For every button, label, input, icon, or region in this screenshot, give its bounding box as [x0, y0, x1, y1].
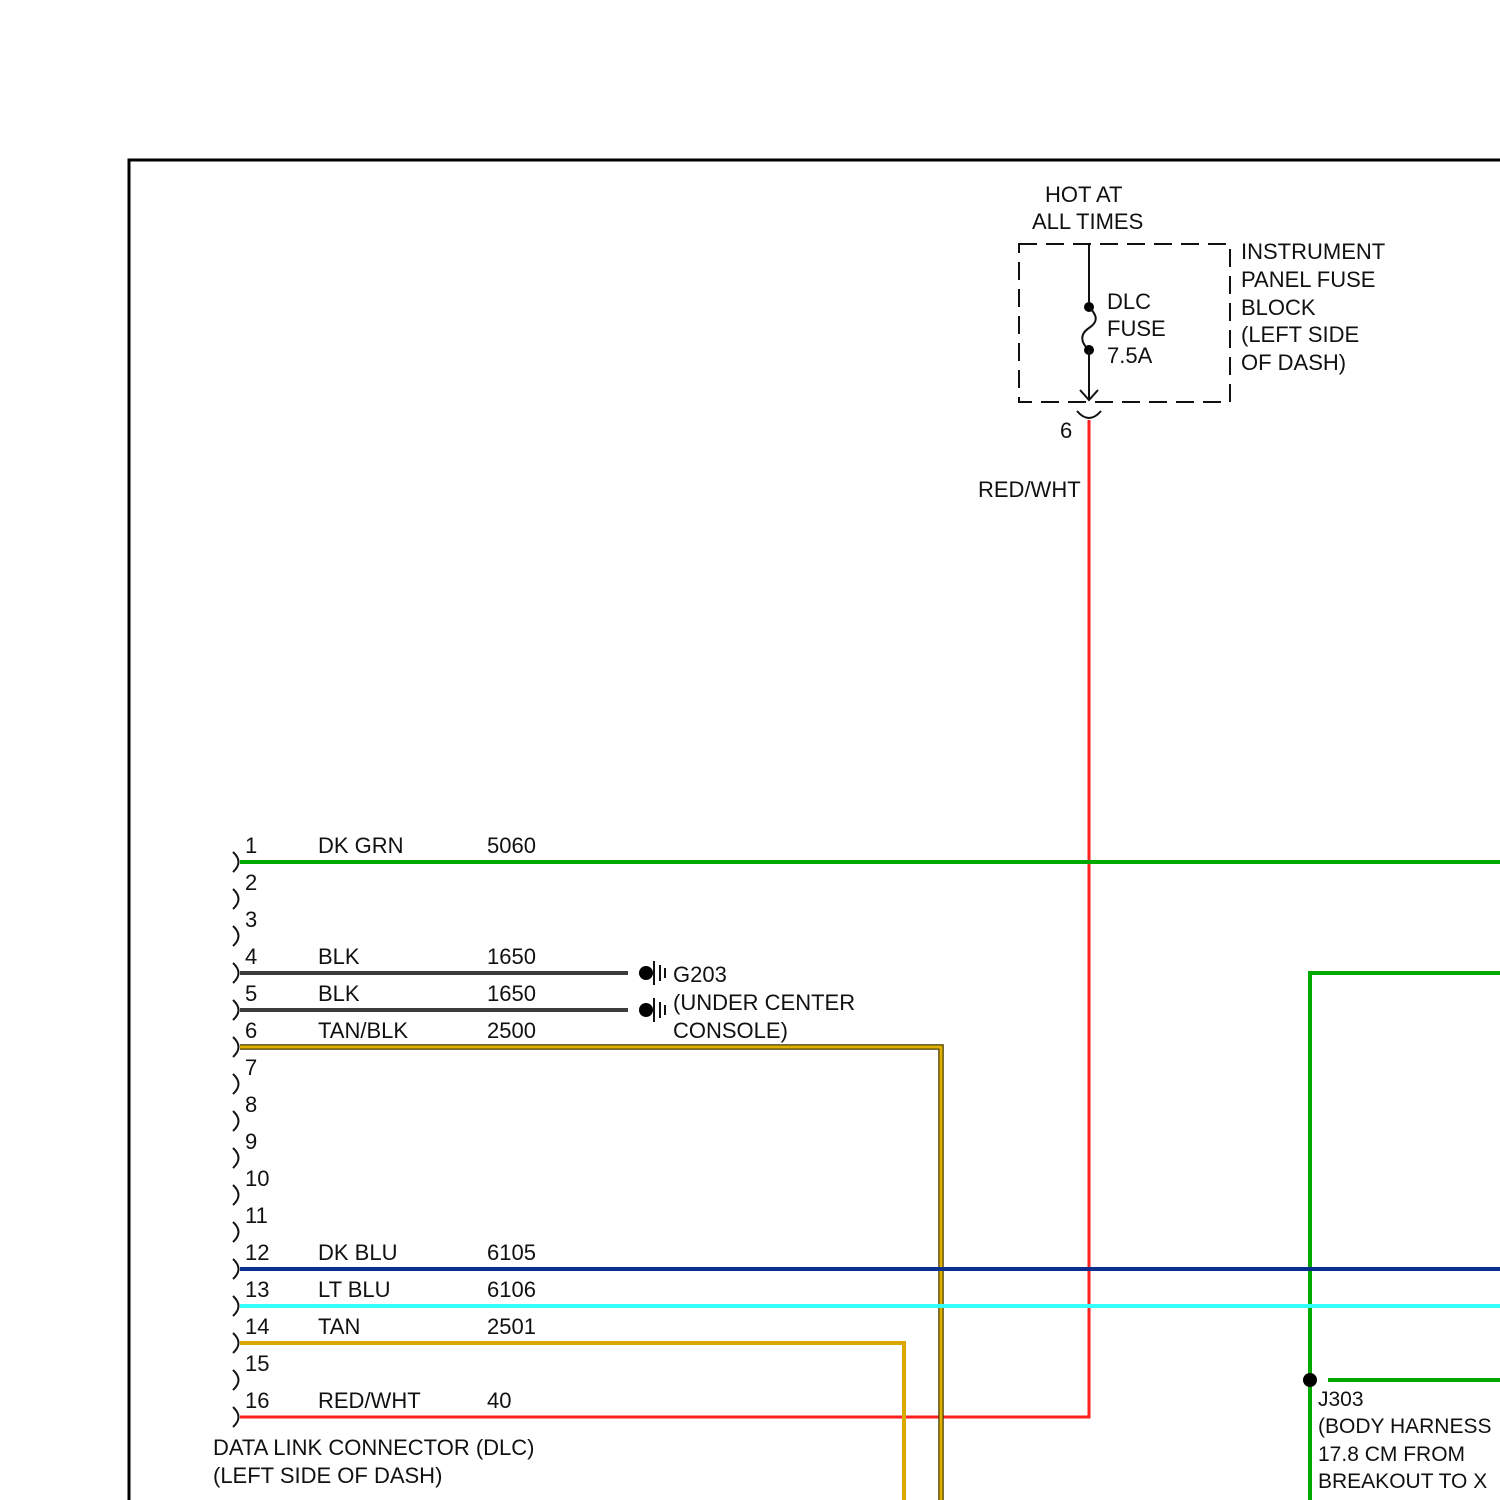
- dlc-pin-13: 13 LT BLU 6106: [233, 1277, 536, 1316]
- ground-icon: [639, 961, 665, 985]
- instrument-panel-fuse-block: HOT AT ALL TIMES DLC FUSE 7.5A INSTRUMEN…: [978, 182, 1385, 502]
- circuit-number: 5060: [487, 833, 536, 858]
- circuit-number: 1650: [487, 944, 536, 969]
- ground-g203: G203 (UNDER CENTER CONSOLE): [639, 961, 855, 1043]
- pin-terminal-icon: [233, 926, 239, 946]
- pin-terminal-icon: [233, 1111, 239, 1131]
- connector-terminal-icon: [1077, 411, 1101, 418]
- dlc-pin-16: 16 RED/WHT 40: [233, 1388, 511, 1427]
- fuse-label-line-2: FUSE: [1107, 316, 1166, 341]
- pin-terminal-icon: [233, 1222, 239, 1242]
- pin-number: 7: [245, 1055, 257, 1080]
- ground-label-line-3: CONSOLE): [673, 1018, 788, 1043]
- circuit-number: 2500: [487, 1018, 536, 1043]
- pin-number: 3: [245, 907, 257, 932]
- pin-terminal-icon: [233, 1370, 239, 1390]
- pin-number: 8: [245, 1092, 257, 1117]
- pin-number: 6: [245, 1018, 257, 1043]
- pin-number: 15: [245, 1351, 269, 1376]
- pin-number: 11: [245, 1203, 268, 1228]
- fuse-label-line-1: DLC: [1107, 289, 1151, 314]
- wire-color-label: TAN/BLK: [318, 1018, 408, 1043]
- dlc-pin-8: 8: [233, 1092, 257, 1131]
- pin-number: 16: [245, 1388, 269, 1413]
- dlc-pin-9: 9: [233, 1129, 257, 1168]
- dlc-pin-3: 3: [233, 907, 257, 946]
- pin-terminal-icon: [233, 1296, 239, 1316]
- wire-color-label: LT BLU: [318, 1277, 391, 1302]
- dlc-pin-6: 6 TAN/BLK 2500: [233, 1018, 536, 1057]
- pin-terminal-icon: [233, 963, 239, 983]
- dlc-pin-1: 1 DK GRN 5060: [233, 833, 536, 872]
- splice-label-line-4: BREAKOUT TO X: [1318, 1470, 1487, 1493]
- dlc-pin-4: 4 BLK 1650: [233, 944, 536, 983]
- circuit-number: 2501: [487, 1314, 536, 1339]
- dlc-pin-2: 2: [233, 870, 257, 909]
- pin-terminal-icon: [233, 1074, 239, 1094]
- wire-color-label: DK BLU: [318, 1240, 397, 1265]
- pin-number: 5: [245, 981, 257, 1006]
- block-label-line-1: INSTRUMENT: [1241, 239, 1385, 264]
- pin-number: 13: [245, 1277, 269, 1302]
- dlc-pin-14: 14 TAN 2501: [233, 1314, 536, 1353]
- splice-j303: J303 (BODY HARNESS 17.8 CM FROM BREAKOUT…: [1303, 1373, 1492, 1493]
- circuit-number: 6105: [487, 1240, 536, 1265]
- splice-label-line-2: (BODY HARNESS: [1318, 1415, 1492, 1438]
- pin-number: 10: [245, 1166, 269, 1191]
- wire-color-label: BLK: [318, 981, 360, 1006]
- pin-terminal-icon: [233, 1185, 239, 1205]
- wire-color-label: DK GRN: [318, 833, 404, 858]
- pin-number: 12: [245, 1240, 269, 1265]
- pin-terminal-icon: [233, 1000, 239, 1020]
- pin-terminal-icon: [233, 889, 239, 909]
- splice-label-line-1: J303: [1318, 1388, 1364, 1411]
- pin-terminal-icon: [233, 1407, 239, 1427]
- wire-color-label: BLK: [318, 944, 360, 969]
- pin-number: 1: [245, 833, 257, 858]
- dlc-caption-line-1: DATA LINK CONNECTOR (DLC): [213, 1435, 534, 1460]
- block-label-line-3: BLOCK: [1241, 295, 1316, 320]
- pin-terminal-icon: [233, 1259, 239, 1279]
- ground-label-line-1: G203: [673, 962, 727, 987]
- power-label-line-2: ALL TIMES: [1032, 209, 1143, 234]
- dlc-pin-15: 15: [233, 1351, 269, 1390]
- ground-label-line-2: (UNDER CENTER: [673, 990, 855, 1015]
- pin-number: 4: [245, 944, 257, 969]
- dlc-pin-12: 12 DK BLU 6105: [233, 1240, 536, 1279]
- dlc-pin-7: 7: [233, 1055, 257, 1094]
- block-label-line-2: PANEL FUSE: [1241, 267, 1375, 292]
- block-label-line-5: OF DASH): [1241, 350, 1346, 375]
- splice-dot: [1303, 1373, 1317, 1387]
- dlc-pin-5: 5 BLK 1650: [233, 981, 536, 1020]
- wire-color-label: TAN: [318, 1314, 360, 1339]
- dlc-caption-line-2: (LEFT SIDE OF DASH): [213, 1463, 442, 1488]
- circuit-number: 6106: [487, 1277, 536, 1302]
- wire-pin6-tan-blk: [240, 1047, 941, 1500]
- pin-number: 2: [245, 870, 257, 895]
- splice-label-line-3: 17.8 CM FROM: [1318, 1443, 1465, 1466]
- pin-terminal-icon: [233, 852, 239, 872]
- wire-color-label-red-wht: RED/WHT: [978, 477, 1081, 502]
- terminal-number: 6: [1060, 418, 1072, 443]
- power-label-line-1: HOT AT: [1045, 182, 1122, 207]
- pin-number: 14: [245, 1314, 269, 1339]
- dlc-pin-10: 10: [233, 1166, 269, 1205]
- wires: [240, 420, 1500, 1500]
- ground-icon: [639, 998, 665, 1022]
- pin-number: 9: [245, 1129, 257, 1154]
- fuse-rating: 7.5A: [1107, 343, 1153, 368]
- fuse-icon: [1080, 244, 1098, 400]
- circuit-number: 40: [487, 1388, 511, 1413]
- wire-color-label: RED/WHT: [318, 1388, 421, 1413]
- wire-pin6-tan-blk-stripe: [240, 1047, 941, 1500]
- block-label-line-4: (LEFT SIDE: [1241, 322, 1359, 347]
- pin-terminal-icon: [233, 1333, 239, 1353]
- pin-terminal-icon: [233, 1148, 239, 1168]
- dlc-pin-11: 11: [233, 1203, 268, 1242]
- circuit-number: 1650: [487, 981, 536, 1006]
- pin-terminal-icon: [233, 1037, 239, 1057]
